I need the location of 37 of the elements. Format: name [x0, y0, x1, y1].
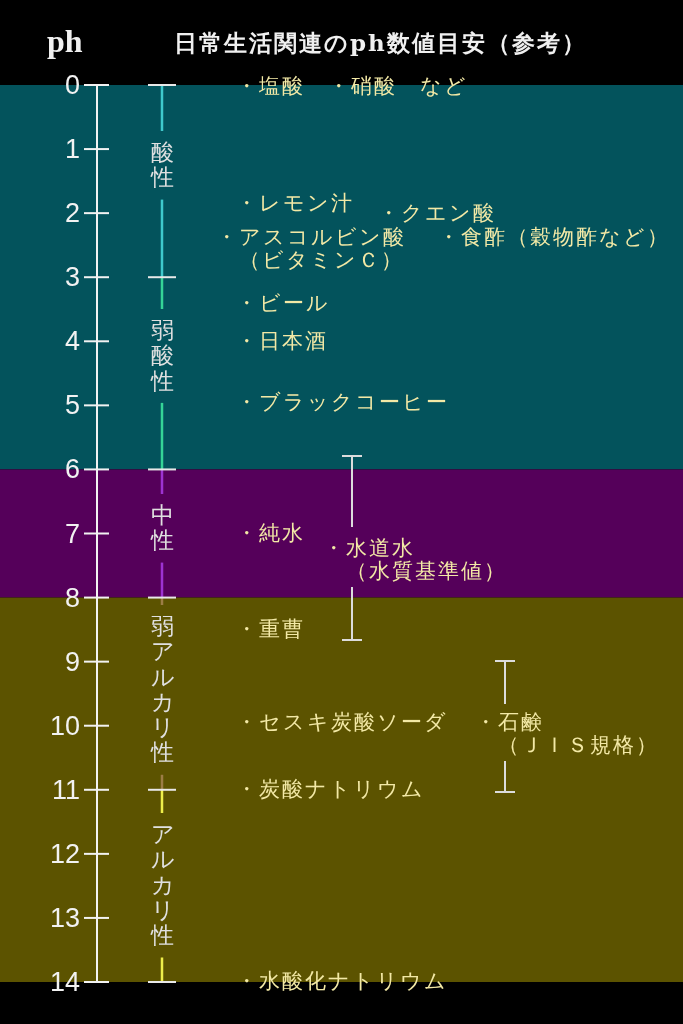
tick-label: 3 — [63, 262, 80, 293]
tick-label: 11 — [50, 774, 80, 805]
axis-title: ph — [47, 24, 83, 58]
tick-label: 6 — [63, 454, 80, 485]
chart-title: 日常生活関連のph数値目安（参考） — [174, 28, 587, 58]
substance-label: ・クエン酸 — [378, 201, 496, 225]
substance-label: ・重曹 — [236, 617, 305, 641]
substance-label: ・塩酸 ・硝酸 など — [236, 74, 468, 98]
substance-label: ・アスコルビン酸（ビタミンＣ） — [216, 225, 407, 272]
tick-label: 10 — [48, 710, 80, 741]
substance-label: ・石鹸（ＪＩＳ規格） — [475, 710, 660, 757]
substance-label: ・水酸化ナトリウム — [236, 969, 448, 993]
category-label: 酸性 — [150, 140, 174, 191]
substance-label: ・セスキ炭酸ソーダ — [236, 710, 448, 734]
tick-label: 4 — [63, 326, 80, 357]
tick-label: 12 — [48, 838, 80, 869]
tick-label: 13 — [48, 902, 80, 933]
tick-label: 14 — [48, 967, 80, 997]
category-label: 中性 — [150, 503, 174, 554]
tick-label: 5 — [63, 390, 80, 421]
category-label: アルカリ性 — [150, 822, 174, 949]
substance-label: ・ブラックコーヒー — [236, 390, 449, 414]
substance-label: ・レモン汁 — [236, 191, 354, 215]
substance-label: ・純水 — [236, 521, 305, 545]
substance-label: ・水道水（水質基準値） — [323, 536, 508, 583]
tick-label: 0 — [63, 70, 80, 100]
tick-label: 1 — [63, 134, 80, 165]
substance-label: ・日本酒 — [236, 329, 328, 353]
substance-label: ・ビール — [236, 291, 330, 315]
tick-label: 9 — [63, 646, 80, 677]
substance-label: ・食酢（穀物酢など） — [438, 225, 670, 249]
tick-label: 7 — [63, 518, 80, 549]
tick-label: 8 — [63, 582, 80, 613]
tick-label: 2 — [63, 198, 80, 229]
substance-label: ・炭酸ナトリウム — [236, 777, 425, 801]
category-label: 弱アルカリ性 — [150, 614, 174, 766]
category-label: 弱酸性 — [150, 318, 174, 394]
